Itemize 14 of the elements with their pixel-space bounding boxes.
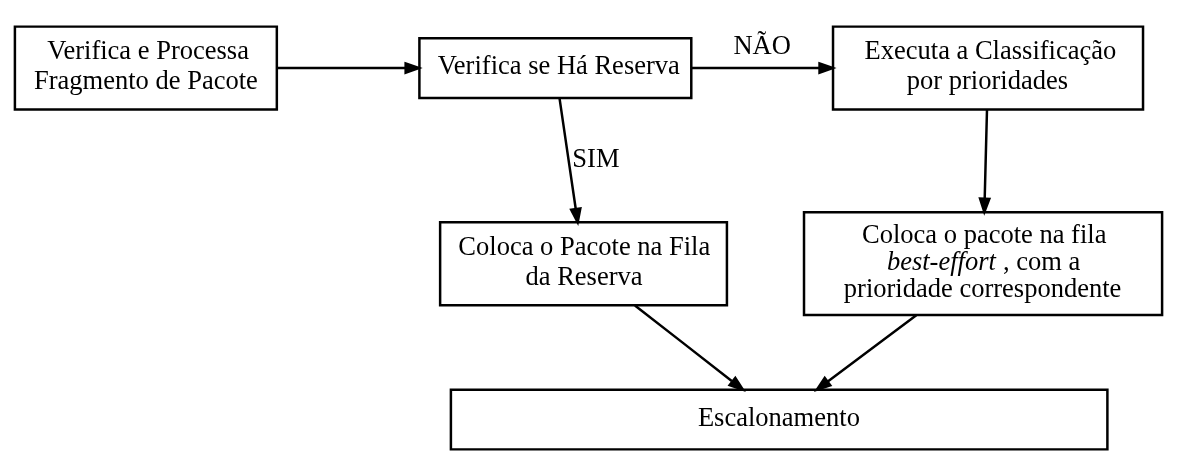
arrow (978, 109, 992, 216)
node-box: Executa a Classificação por prioridades (831, 24, 1145, 111)
edge-label: NÃO (733, 29, 791, 60)
edge-label: SIM (572, 142, 620, 173)
node-box: Verifica se Há Reserva (418, 36, 693, 99)
arrow (634, 303, 746, 392)
node-box: Verifica e Processa Fragmento de Pacote (13, 24, 279, 111)
arrow (813, 313, 918, 392)
node-box: Coloca o Pacote na Fila da Reserva (438, 220, 729, 306)
node-box: Escalonamento (449, 387, 1109, 451)
node-box: Coloca o pacote na fila best-effort, com a prioridade correspondente (802, 210, 1164, 316)
arrow (691, 61, 837, 74)
arrow (277, 61, 423, 74)
arrow (558, 97, 582, 226)
